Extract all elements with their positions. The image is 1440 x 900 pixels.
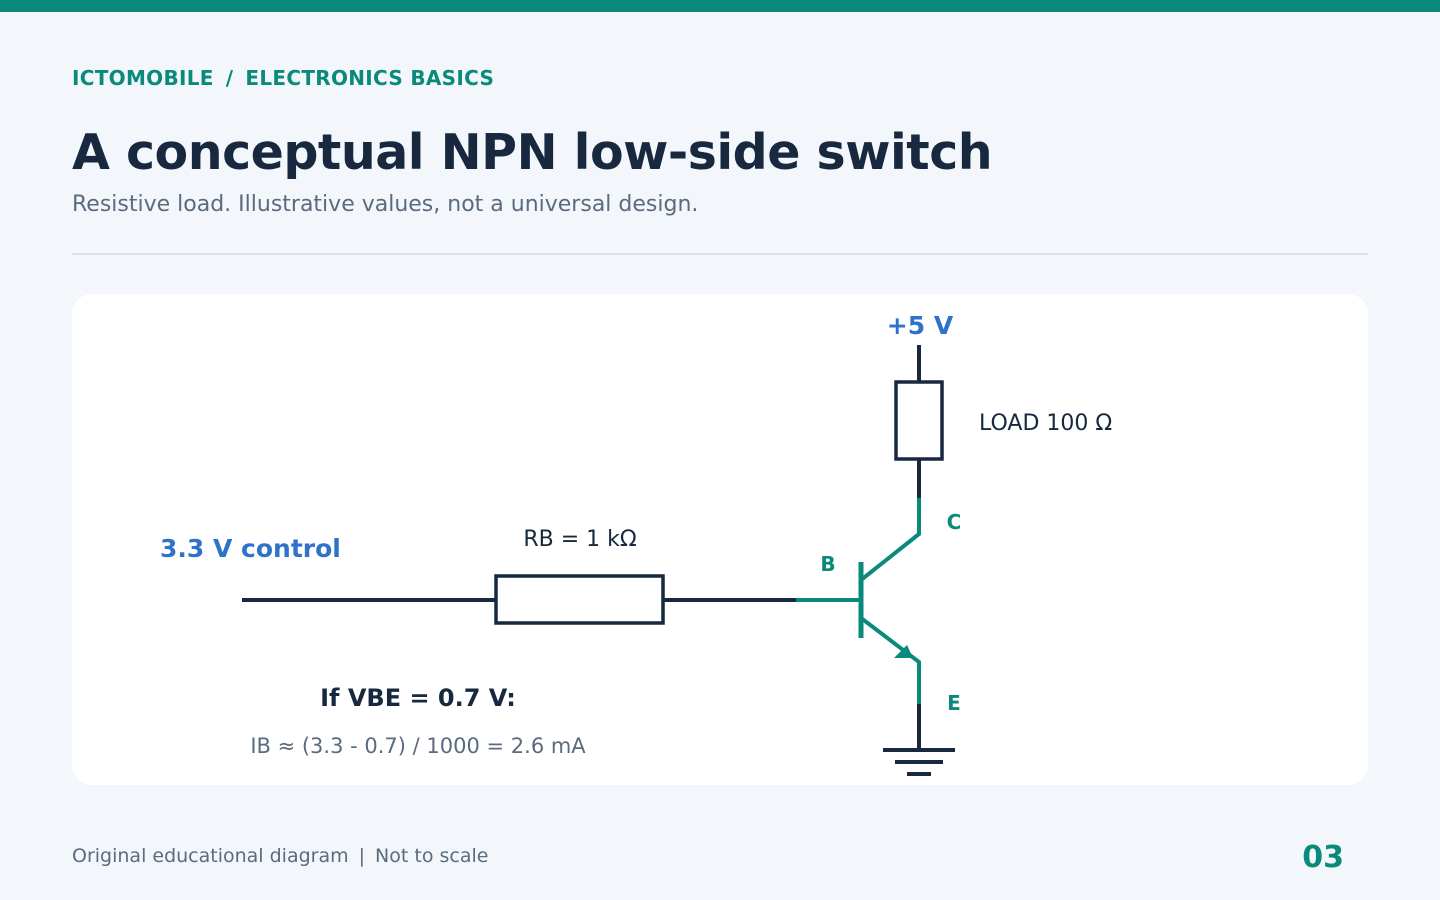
- base-resistor-label: RB = 1 kΩ: [523, 527, 636, 552]
- footer-note: Original educational diagram | Not to scal…: [72, 845, 488, 867]
- header-divider: [72, 253, 1368, 255]
- control-label: 3.3 V control: [160, 534, 341, 563]
- collector-lead: [859, 498, 921, 582]
- page-subtitle: Resistive load. Illustrative values, not…: [72, 192, 699, 217]
- page-number: 03: [1302, 840, 1344, 875]
- breadcrumb-separator: /: [225, 66, 234, 90]
- calc-formula: IB ≈ (3.3 - 0.7) / 1000 = 2.6 mA: [250, 734, 586, 758]
- pin-label-collector: C: [947, 510, 962, 534]
- breadcrumb: ICTOMOBILE / ELECTRONICS BASICS: [72, 66, 494, 90]
- emitter-arrow-icon: [894, 645, 913, 658]
- footer-note-left: Original educational diagram: [72, 845, 349, 867]
- emitter-lead: [859, 616, 921, 704]
- pin-label-emitter: E: [947, 691, 961, 715]
- ground-icon: [883, 748, 955, 776]
- breadcrumb-section[interactable]: ELECTRONICS BASICS: [245, 66, 495, 90]
- base-resistor: [494, 574, 665, 625]
- page-title: A conceptual NPN low-side switch: [72, 124, 993, 181]
- calc-heading: If VBE = 0.7 V:: [320, 684, 516, 712]
- supply-label: +5 V: [887, 311, 954, 340]
- footer-separator: |: [358, 845, 366, 867]
- circuit-diagram: +5 V LOAD 100 Ω 3.3 V control RB = 1 kΩ …: [160, 311, 1112, 776]
- diagram-card: +5 V LOAD 100 Ω 3.3 V control RB = 1 kΩ …: [72, 294, 1368, 785]
- footer-note-right: Not to scale: [375, 845, 489, 867]
- pin-label-base: B: [820, 552, 835, 576]
- breadcrumb-site[interactable]: ICTOMOBILE: [72, 66, 214, 90]
- load-label: LOAD 100 Ω: [979, 411, 1112, 436]
- npn-transistor: [796, 498, 921, 704]
- load-resistor: [894, 380, 944, 461]
- top-accent-bar: [0, 0, 1440, 12]
